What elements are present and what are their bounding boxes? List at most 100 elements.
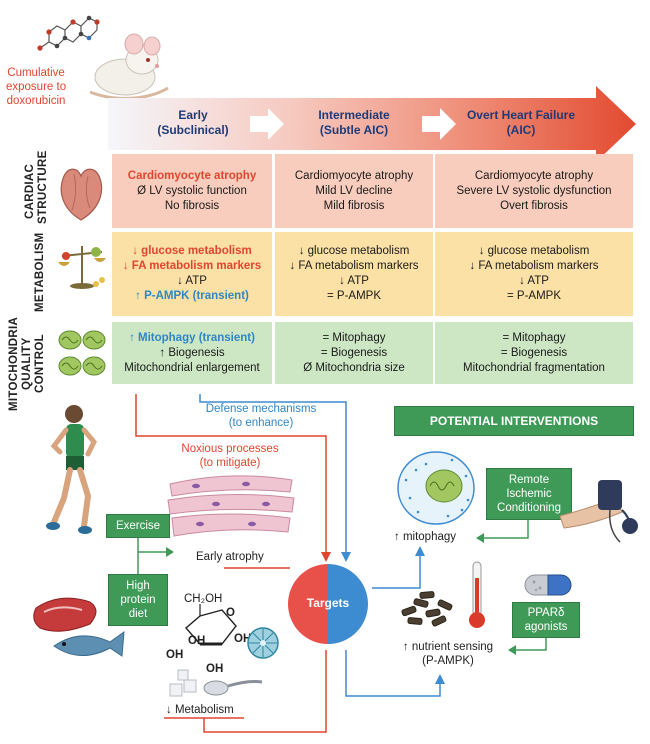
exposure-label: Cumulative exposure to doxorubicin bbox=[6, 66, 66, 108]
blood-pressure-cuff-icon bbox=[560, 480, 638, 543]
table-cell-line: Ø Mitochondria size bbox=[303, 361, 405, 374]
targets-label: Targets bbox=[306, 596, 350, 610]
table-cell-line: Overt fibrosis bbox=[500, 199, 568, 212]
table-cell-line: = P-AMPK bbox=[506, 290, 561, 302]
stage-overt-title: Overt Heart Failure bbox=[466, 108, 576, 122]
table-cell-line: Mild fibrosis bbox=[323, 199, 385, 212]
table-cell-line: Mild LV decline bbox=[315, 184, 393, 197]
food-pellets-icon bbox=[401, 591, 453, 627]
ppar-line-2: agonists bbox=[524, 621, 568, 633]
remote-ischemic-box: Remote Ischemic Conditioning bbox=[486, 468, 572, 520]
table-cell-line: = Mitophagy bbox=[322, 331, 386, 344]
table-cell-line: Cardiomyocyte atrophy bbox=[294, 169, 414, 182]
table-cell-line: ↓ ATP bbox=[339, 275, 369, 287]
targets-circle bbox=[288, 564, 368, 644]
table-cell-line: Mitochondrial fragmentation bbox=[463, 361, 605, 374]
remote-line-2: Ischemic bbox=[506, 488, 552, 500]
table-cell-line: ↑ Mitophagy (transient) bbox=[129, 331, 255, 344]
defense-line-1: Defense mechanisms bbox=[205, 403, 317, 415]
defense-label: Defense mechanisms (to enhance) bbox=[196, 402, 326, 430]
table-cell-line: = P-AMPK bbox=[326, 290, 381, 302]
defense-line-2: (to enhance) bbox=[228, 417, 294, 429]
table-cell-line: Cardiomyocyte atrophy bbox=[474, 169, 594, 182]
sugar-oh-1: OH bbox=[188, 635, 206, 647]
table-cell-line: ↑ Biogenesis bbox=[159, 346, 225, 359]
table-cell-line: Ø LV systolic function bbox=[137, 184, 247, 197]
stage-intermediate: Intermediate (Subtle AIC) bbox=[276, 108, 432, 138]
table-cell: ↓ glucose metabolism ↓ FA metabolism mark… bbox=[434, 232, 633, 316]
nutrient-line-2: (P-AMPK) bbox=[422, 655, 474, 667]
nutrient-sensing-label: ↑ nutrient sensing (P-AMPK) bbox=[392, 640, 504, 668]
stage-arrow-1 bbox=[250, 108, 284, 140]
table-cell-line: Severe LV systolic dysfunction bbox=[456, 184, 612, 197]
table-cell: ↓ glucose metabolism ↓ FA metabolism mark… bbox=[112, 232, 272, 316]
table-cell-line: ↓ FA metabolism markers bbox=[469, 260, 599, 272]
exposure-line-1: Cumulative bbox=[7, 67, 65, 79]
mitophagy-icon bbox=[397, 451, 475, 525]
ppar-agonists-box: PPARδ agonists bbox=[512, 602, 580, 638]
ppar-line-1: PPARδ bbox=[527, 607, 565, 619]
table-cell-line: ↓ glucose metabolism bbox=[478, 245, 590, 257]
stage-overt: Overt Heart Failure (AIC) bbox=[436, 108, 606, 138]
mitophagy-up-label: ↑ mitophagy bbox=[394, 531, 457, 543]
exercise-box: Exercise bbox=[106, 514, 170, 538]
table-cell-line: ↓ glucose metabolism bbox=[298, 245, 410, 257]
table-cell-line: ↓ FA metabolism markers bbox=[122, 260, 262, 272]
table-cell-line: No fibrosis bbox=[164, 199, 220, 212]
heart-icon bbox=[60, 168, 103, 221]
table-cell-line: Cardiomyocyte atrophy bbox=[127, 169, 257, 182]
noxious-line-2: (to mitigate) bbox=[199, 457, 261, 469]
exposure-line-2: exposure to bbox=[6, 81, 67, 93]
table-cell-line: Mitochondrial enlargement bbox=[124, 361, 260, 374]
mouse-icon bbox=[89, 33, 169, 100]
table-cell-line: ↓ glucose metabolism bbox=[132, 245, 252, 257]
stage-intermediate-title: Intermediate bbox=[318, 108, 390, 122]
high-protein-box: High protein diet bbox=[108, 574, 168, 626]
progression-arrow bbox=[108, 86, 636, 162]
sugar-oh-4: OH bbox=[206, 663, 224, 675]
sugar-oh-3: OH bbox=[166, 649, 184, 661]
high-protein-line-2: protein bbox=[120, 594, 156, 606]
high-protein-line-3: diet bbox=[128, 608, 148, 620]
table-cell-line: ↓ ATP bbox=[177, 275, 207, 287]
sugar-o: O bbox=[226, 607, 235, 619]
nutrient-line-1: ↑ nutrient sensing bbox=[402, 641, 494, 653]
glucose-ring-icon bbox=[185, 604, 237, 646]
stage-early-sub: (Subclinical) bbox=[157, 123, 229, 137]
stage-intermediate-sub: (Subtle AIC) bbox=[319, 123, 389, 137]
doxorubicin-molecule-icon bbox=[37, 15, 100, 51]
scale-food-icon bbox=[58, 246, 106, 289]
noxious-label: Noxious processes (to mitigate) bbox=[170, 442, 290, 470]
early-atrophy-label: Early atrophy bbox=[196, 551, 264, 563]
exposure-line-3: doxorubicin bbox=[6, 95, 66, 107]
table-cell: Cardiomyocyte atrophy Ø LV systolic funct… bbox=[112, 154, 272, 228]
meat-fish-icon bbox=[33, 597, 125, 657]
table-cell-line: ↓ ATP bbox=[519, 275, 549, 287]
table-cell-line: = Mitophagy bbox=[502, 331, 566, 344]
table-cell-line: = Biogenesis bbox=[500, 346, 568, 359]
thermometer-icon bbox=[469, 561, 485, 628]
noxious-line-1: Noxious processes bbox=[181, 443, 279, 455]
stage-early-title: Early bbox=[178, 108, 208, 122]
table-cell-line: = Biogenesis bbox=[320, 346, 388, 359]
citrus-slice-icon bbox=[247, 627, 279, 659]
table-cell-line: ↓ FA metabolism markers bbox=[289, 260, 419, 272]
runner-icon bbox=[46, 405, 97, 534]
muscle-fibers-icon bbox=[167, 475, 295, 537]
capsule-icon bbox=[524, 574, 572, 596]
stage-overt-sub: (AIC) bbox=[506, 123, 536, 137]
potential-interventions-header: POTENTIAL INTERVENTIONS bbox=[394, 406, 634, 436]
stage-arrow-2 bbox=[422, 108, 456, 140]
stage-early: Early (Subclinical) bbox=[118, 108, 268, 138]
sugar-cubes-spoon-icon bbox=[169, 669, 263, 697]
remote-line-3: Conditioning bbox=[497, 502, 561, 514]
sugar-ch2oh: CH₂OH bbox=[184, 593, 223, 605]
table-cell: = Mitophagy = Biogenesis Ø Mitochondria si… bbox=[274, 322, 433, 384]
remote-line-1: Remote bbox=[508, 474, 550, 486]
table-cell: ↓ glucose metabolism ↓ FA metabolism mark… bbox=[274, 232, 433, 316]
